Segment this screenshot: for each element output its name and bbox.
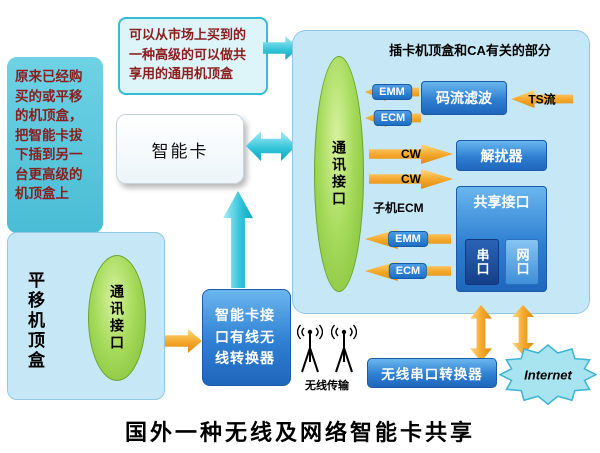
internet-label: Internet [524, 367, 572, 383]
stream-filter-label: 码流滤波 [436, 90, 492, 106]
arrow-cw2: CW [369, 169, 453, 189]
share-interface-label: 共享接口 [473, 194, 530, 210]
arrow-shape [246, 131, 296, 161]
emm-top-label: EMM [372, 84, 412, 100]
comm-interface-ellipse-main: 通讯接口 [314, 56, 364, 292]
stream-filter-box: 码流滤波 [421, 81, 507, 115]
smart-card-box: 智能卡 [116, 114, 244, 184]
wireless-antennas [297, 314, 359, 376]
descrambler-box: 解扰器 [456, 140, 547, 171]
ca-panel-title: 插卡机顶盒和CA有关的部分 [389, 43, 551, 58]
sub-ecm-label: 子机ECM [373, 201, 424, 215]
arrow-shape [470, 305, 492, 362]
starburst-icon [499, 344, 597, 406]
smartcard-converter-label: 智能卡接口有线无线转换器 [215, 306, 275, 367]
cw2-label: CW [401, 172, 421, 186]
smartcard-converter-box: 智能卡接口有线无线转换器 [202, 289, 291, 386]
arrow-card-mainbox [246, 131, 296, 161]
arrow-converter-to-card [223, 191, 253, 288]
arrow-stb-to-converter [165, 329, 202, 353]
diagram-caption: 国外一种无线及网络智能卡共享 [124, 420, 475, 445]
arrow-shape [223, 191, 253, 288]
share-interface-box: 共享接口 串口 网口 [456, 186, 547, 292]
arrow-serial-to-converter [470, 305, 492, 362]
callout-note: 可以从市场上买到的一种高级的可以做共享用的通用机顶盒 [118, 17, 268, 95]
arrow-ts-stream: TS流 [511, 90, 573, 108]
wireless-transmission-label: 无线传输 [305, 380, 349, 392]
arrow-ecm-top: ECM [365, 109, 421, 127]
ts-label: TS流 [528, 92, 556, 107]
ca-stb-panel: 插卡机顶盒和CA有关的部分 通讯接口 EMM ECM 码流滤波 TS流 解扰器 [292, 30, 590, 314]
arrow-ecm-bottom: ECM [365, 261, 451, 281]
arrow-shape [165, 329, 202, 353]
net-port-box: 网口 [505, 239, 539, 285]
arrow-cw1: CW [369, 144, 453, 164]
shifted-stb-panel: 平移机顶盒 通讯接口 [7, 232, 165, 400]
wireless-serial-converter-label: 无线串口转换器 [381, 367, 483, 382]
ecm-top-label: ECM [373, 110, 413, 126]
serial-port-box: 串口 [465, 239, 499, 285]
descrambler-label: 解扰器 [480, 147, 523, 164]
antenna-icon [331, 324, 357, 373]
shifted-stb-text: 平移机顶盒 [25, 271, 44, 371]
arrow-emm-top: EMM [365, 83, 419, 101]
emm-bottom-label: EMM [388, 231, 428, 247]
old-stb-note: 原来已经购买的或平移的机顶盒，把智能卡拔下插到另一台更高级的机顶盒上 [7, 57, 103, 233]
shifted-stb-label: 平移机顶盒 [22, 251, 47, 391]
antenna-icon [297, 324, 323, 373]
arrow-net-to-internet [512, 305, 534, 355]
smart-card-label: 智能卡 [151, 141, 209, 161]
net-port-label: 网口 [514, 248, 530, 276]
comm-interface-ellipse-stb: 通讯接口 [88, 255, 146, 381]
comm-interface-label: 通讯接口 [331, 140, 347, 208]
ecm-bottom-label: ECM [388, 263, 428, 279]
internet-cloud: Internet [499, 344, 597, 406]
cw1-label: CW [401, 147, 421, 161]
serial-port-label: 串口 [474, 248, 490, 276]
arrow-emm-bottom: EMM [365, 229, 451, 249]
wireless-serial-converter-box: 无线串口转换器 [367, 358, 497, 388]
comm-interface-label-stb: 通讯接口 [109, 284, 125, 352]
